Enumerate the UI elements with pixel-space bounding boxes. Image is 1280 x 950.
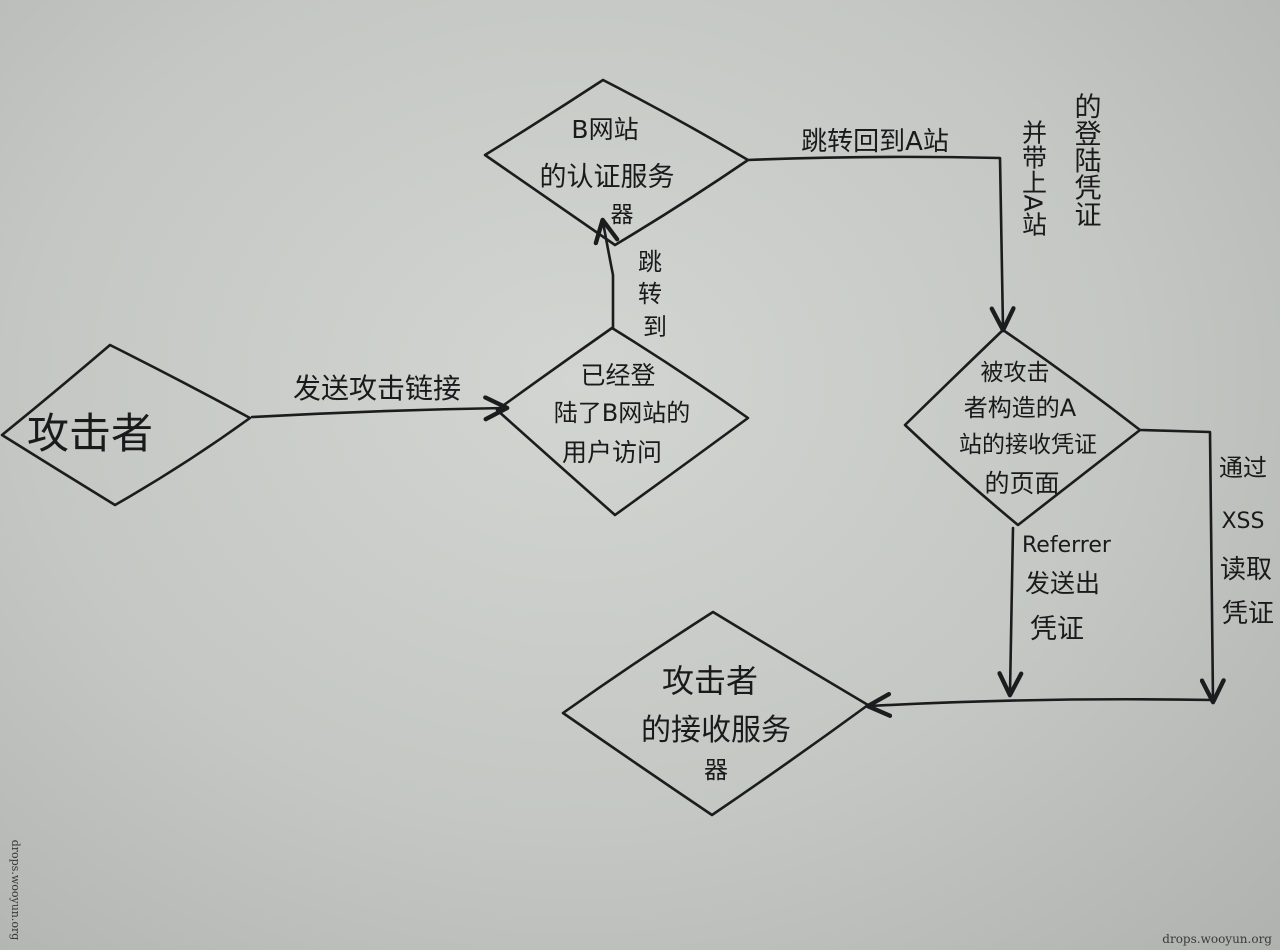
edge-send-attack-link-label: 发送攻击链接 — [293, 372, 461, 405]
node-attacker-receiver: 攻击者 的接收服务 器 — [561, 610, 870, 817]
edge-xss-steal-line-4: 凭证 — [1222, 599, 1274, 629]
edge-referer-leak: Referrer 发送出 凭证 — [997, 526, 1112, 698]
node-logged-in-user-line-3: 用户访问 — [562, 438, 662, 467]
node-logged-in-user-line-1: 已经登 — [580, 361, 655, 390]
edge-xss-steal: 通过 XSS 读取 凭证 — [1138, 428, 1274, 705]
node-attacker-receiver-line-3: 器 — [704, 756, 728, 784]
node-b-auth-server-line-1: B网站 — [571, 115, 638, 144]
node-attacker: 攻击者 — [0, 343, 252, 507]
node-a-callback-page: 被攻击 者构造的A 站的接收凭证 的页面 — [903, 328, 1142, 527]
edge-redirect-back-to-a: 跳转回到A站 并带上A站 的登陆凭证 — [746, 92, 1102, 333]
edge-xss-steal-line-2: XSS — [1221, 509, 1264, 534]
node-attacker-receiver-line-2: 的接收服务 — [641, 713, 791, 748]
node-a-callback-page-line-4: 的页面 — [984, 469, 1059, 498]
node-a-callback-page-line-3: 站的接收凭证 — [959, 432, 1097, 458]
edge-with-credentials-col-2: 的登陆凭证 — [1070, 92, 1102, 227]
node-b-auth-server-line-3: 器 — [611, 202, 634, 228]
edge-with-credentials-col-1: 并带上A站 — [1019, 119, 1048, 236]
node-attacker-receiver-line-1: 攻击者 — [662, 662, 758, 700]
edge-redirect-to-b: 跳 转 到 — [593, 217, 667, 341]
node-a-callback-page-line-2: 者构造的A — [964, 394, 1077, 422]
node-logged-in-user: 已经登 陆了B网站的 用户访问 — [495, 326, 750, 517]
edge-send-attack-link: 发送攻击链接 — [250, 372, 510, 422]
node-logged-in-user-line-2: 陆了B网站的 — [554, 399, 690, 427]
edge-xss-steal-line-3: 读取 — [1220, 555, 1272, 585]
node-b-auth-server: B网站 的认证服务 器 — [483, 78, 750, 247]
edge-merge-to-receiver — [865, 691, 1215, 718]
watermark-bottom-right: drops.wooyun.org — [1162, 932, 1272, 946]
edge-redirect-to-b-line-2: 转 — [638, 280, 662, 308]
edge-xss-steal-line-1: 通过 — [1219, 454, 1267, 482]
watermark-left-edge: drops.wooyun.org — [9, 840, 22, 941]
edge-redirect-to-b-line-3: 到 — [643, 313, 667, 341]
edge-referer-leak-line-3: 凭证 — [1030, 614, 1084, 645]
edge-redirect-to-b-line-1: 跳 — [638, 248, 662, 276]
edge-referer-leak-line-1: Referrer — [1022, 533, 1112, 558]
node-b-auth-server-line-2: 的认证服务 — [540, 162, 675, 193]
node-attacker-label: 攻击者 — [27, 409, 153, 458]
node-a-callback-page-line-1: 被攻击 — [981, 360, 1050, 386]
edge-redirect-back-to-a-label: 跳转回到A站 — [801, 127, 949, 157]
edge-referer-leak-line-2: 发送出 — [1025, 569, 1100, 598]
